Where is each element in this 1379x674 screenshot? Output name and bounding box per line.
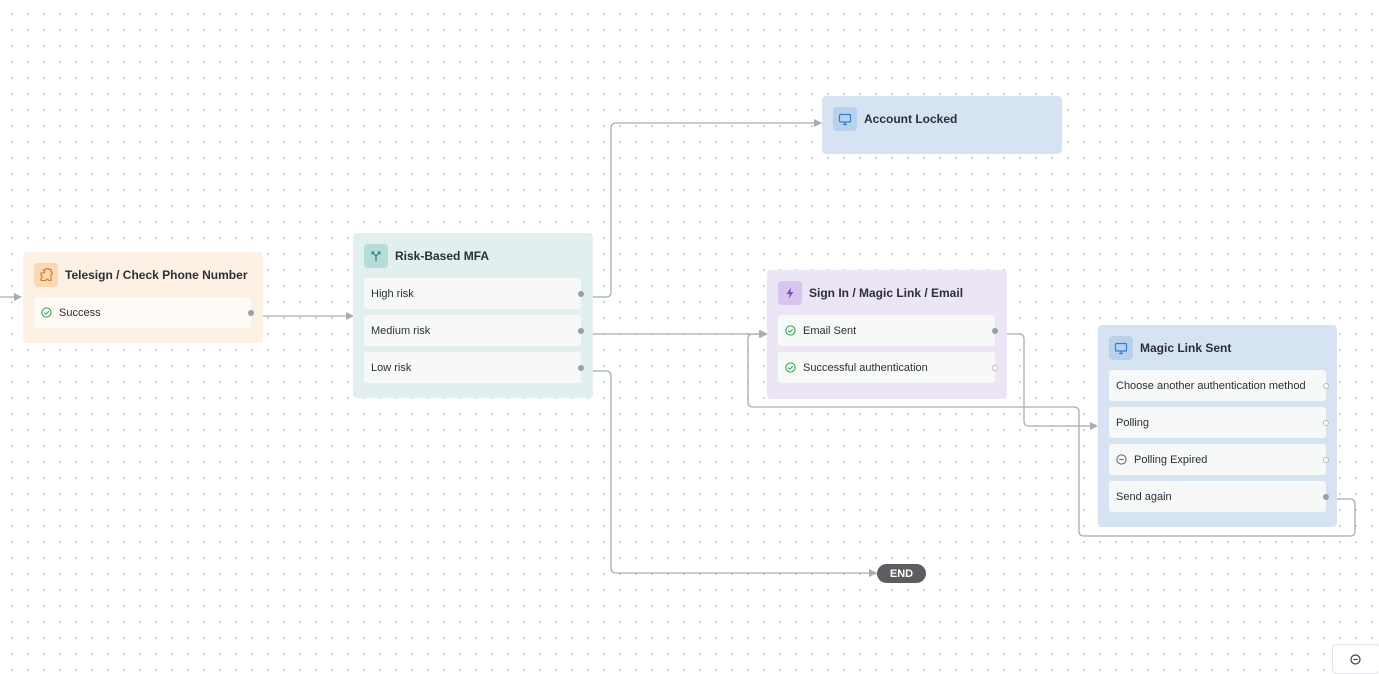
output-port[interactable] [578, 327, 584, 334]
zoom-out-button[interactable] [1332, 644, 1379, 674]
node-telesign-check-phone[interactable]: Telesign / Check Phone Number Success [23, 252, 263, 343]
puzzle-icon [34, 263, 58, 287]
check-circle-icon [785, 362, 796, 373]
output-port[interactable] [1323, 382, 1329, 389]
output-port[interactable] [1323, 419, 1329, 426]
output-polling-expired[interactable]: Polling Expired [1109, 444, 1329, 475]
output-port[interactable] [578, 290, 584, 297]
node-title: Account Locked [864, 112, 958, 126]
output-success[interactable]: Success [34, 297, 254, 328]
node-title: Sign In / Magic Link / Email [809, 286, 964, 300]
output-email-sent[interactable]: Email Sent [778, 315, 998, 346]
output-label: Polling Expired [1134, 453, 1208, 466]
output-port[interactable] [992, 327, 998, 334]
output-label: Low risk [371, 361, 412, 374]
node-title: Risk-Based MFA [395, 249, 490, 263]
node-header: Account Locked [833, 107, 1051, 131]
node-title: Telesign / Check Phone Number [65, 268, 248, 282]
node-title: Magic Link Sent [1140, 341, 1232, 355]
output-port[interactable] [1323, 493, 1329, 500]
monitor-icon [833, 107, 857, 131]
output-label: Email Sent [803, 324, 857, 337]
node-header: Risk-Based MFA [364, 244, 582, 268]
check-circle-icon [41, 307, 52, 318]
output-successful-authentication[interactable]: Successful authentication [778, 352, 998, 383]
output-port[interactable] [1323, 456, 1329, 463]
branch-icon [364, 244, 388, 268]
output-label: Polling [1116, 416, 1150, 429]
output-port[interactable] [578, 364, 584, 371]
output-label: Successful authentication [803, 361, 928, 374]
node-signin-magic-link-email[interactable]: Sign In / Magic Link / Email Email Sent … [767, 270, 1007, 399]
output-label: Medium risk [371, 324, 431, 337]
output-polling[interactable]: Polling [1109, 407, 1329, 438]
zoom-out-icon [1350, 653, 1362, 673]
output-low-risk[interactable]: Low risk [364, 352, 584, 383]
end-node[interactable]: END [877, 564, 926, 583]
minus-circle-icon [1116, 454, 1127, 465]
output-label: Success [59, 306, 101, 319]
node-header: Telesign / Check Phone Number [34, 263, 252, 287]
output-medium-risk[interactable]: Medium risk [364, 315, 584, 346]
output-label: Send again [1116, 490, 1172, 503]
output-send-again[interactable]: Send again [1109, 481, 1329, 512]
node-risk-based-mfa[interactable]: Risk-Based MFA High risk Medium risk Low… [353, 233, 593, 398]
monitor-icon [1109, 336, 1133, 360]
node-account-locked[interactable]: Account Locked [822, 96, 1062, 154]
check-circle-icon [785, 325, 796, 336]
output-choose-another-method[interactable]: Choose another authentication method [1109, 370, 1329, 401]
end-label: END [889, 567, 914, 580]
output-high-risk[interactable]: High risk [364, 278, 584, 309]
node-magic-link-sent[interactable]: Magic Link Sent Choose another authentic… [1098, 325, 1337, 527]
edge-low-to-end [581, 370, 877, 577]
edge-email-sent-to-polling [995, 333, 1098, 430]
node-header: Magic Link Sent [1109, 336, 1326, 360]
output-port[interactable] [992, 364, 998, 371]
lightning-icon [778, 281, 802, 305]
node-header: Sign In / Magic Link / Email [778, 281, 996, 305]
output-label: High risk [371, 287, 414, 300]
output-port[interactable] [248, 309, 254, 316]
output-label: Choose another authentication method [1116, 379, 1306, 392]
